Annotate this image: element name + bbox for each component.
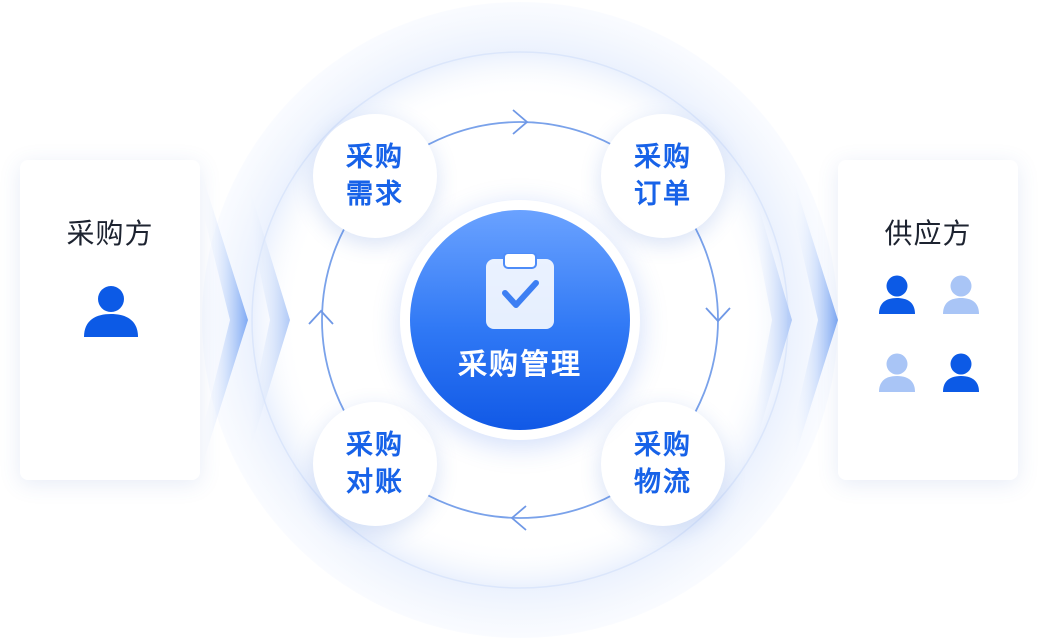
node-label-line2: 订单 [634,179,692,210]
node-purchase-order: 采购 订单 [601,114,725,238]
user-icon [879,353,915,392]
arrow-left-icon [510,505,527,531]
chevron-left-2 [244,170,290,470]
center-label: 采购管理 [457,347,582,381]
node-purchase-demand: 采购 需求 [313,114,437,238]
supplier-title: 供应方 [884,217,972,250]
node-label-line1: 采购 [346,430,404,461]
arrow-up-icon [308,309,334,325]
node-purchase-logistics: 采购 物流 [601,402,725,526]
chevron-left-1 [200,168,248,472]
arrow-right-icon [512,109,529,135]
node-label-line2: 需求 [346,179,404,210]
node-label-line2: 物流 [634,467,692,498]
node-label-line1: 采购 [634,430,692,461]
chevron-right-2 [790,168,838,472]
user-icon [943,353,979,392]
arrow-down-icon [705,307,731,323]
buyer-title: 采购方 [66,217,154,250]
node-label-line1: 采购 [346,142,404,173]
node-label-line1: 采购 [634,142,692,173]
node-label-line2: 对账 [346,467,404,498]
clipboard-check-icon [486,253,554,329]
user-icon [879,275,915,314]
supplier-card: 供应方 [838,160,1018,480]
chevron-right-1 [748,170,792,470]
user-icon [943,275,979,314]
user-icon [84,286,138,337]
node-purchase-reconcile: 采购 对账 [313,402,437,526]
buyer-card: 采购方 [20,160,200,480]
